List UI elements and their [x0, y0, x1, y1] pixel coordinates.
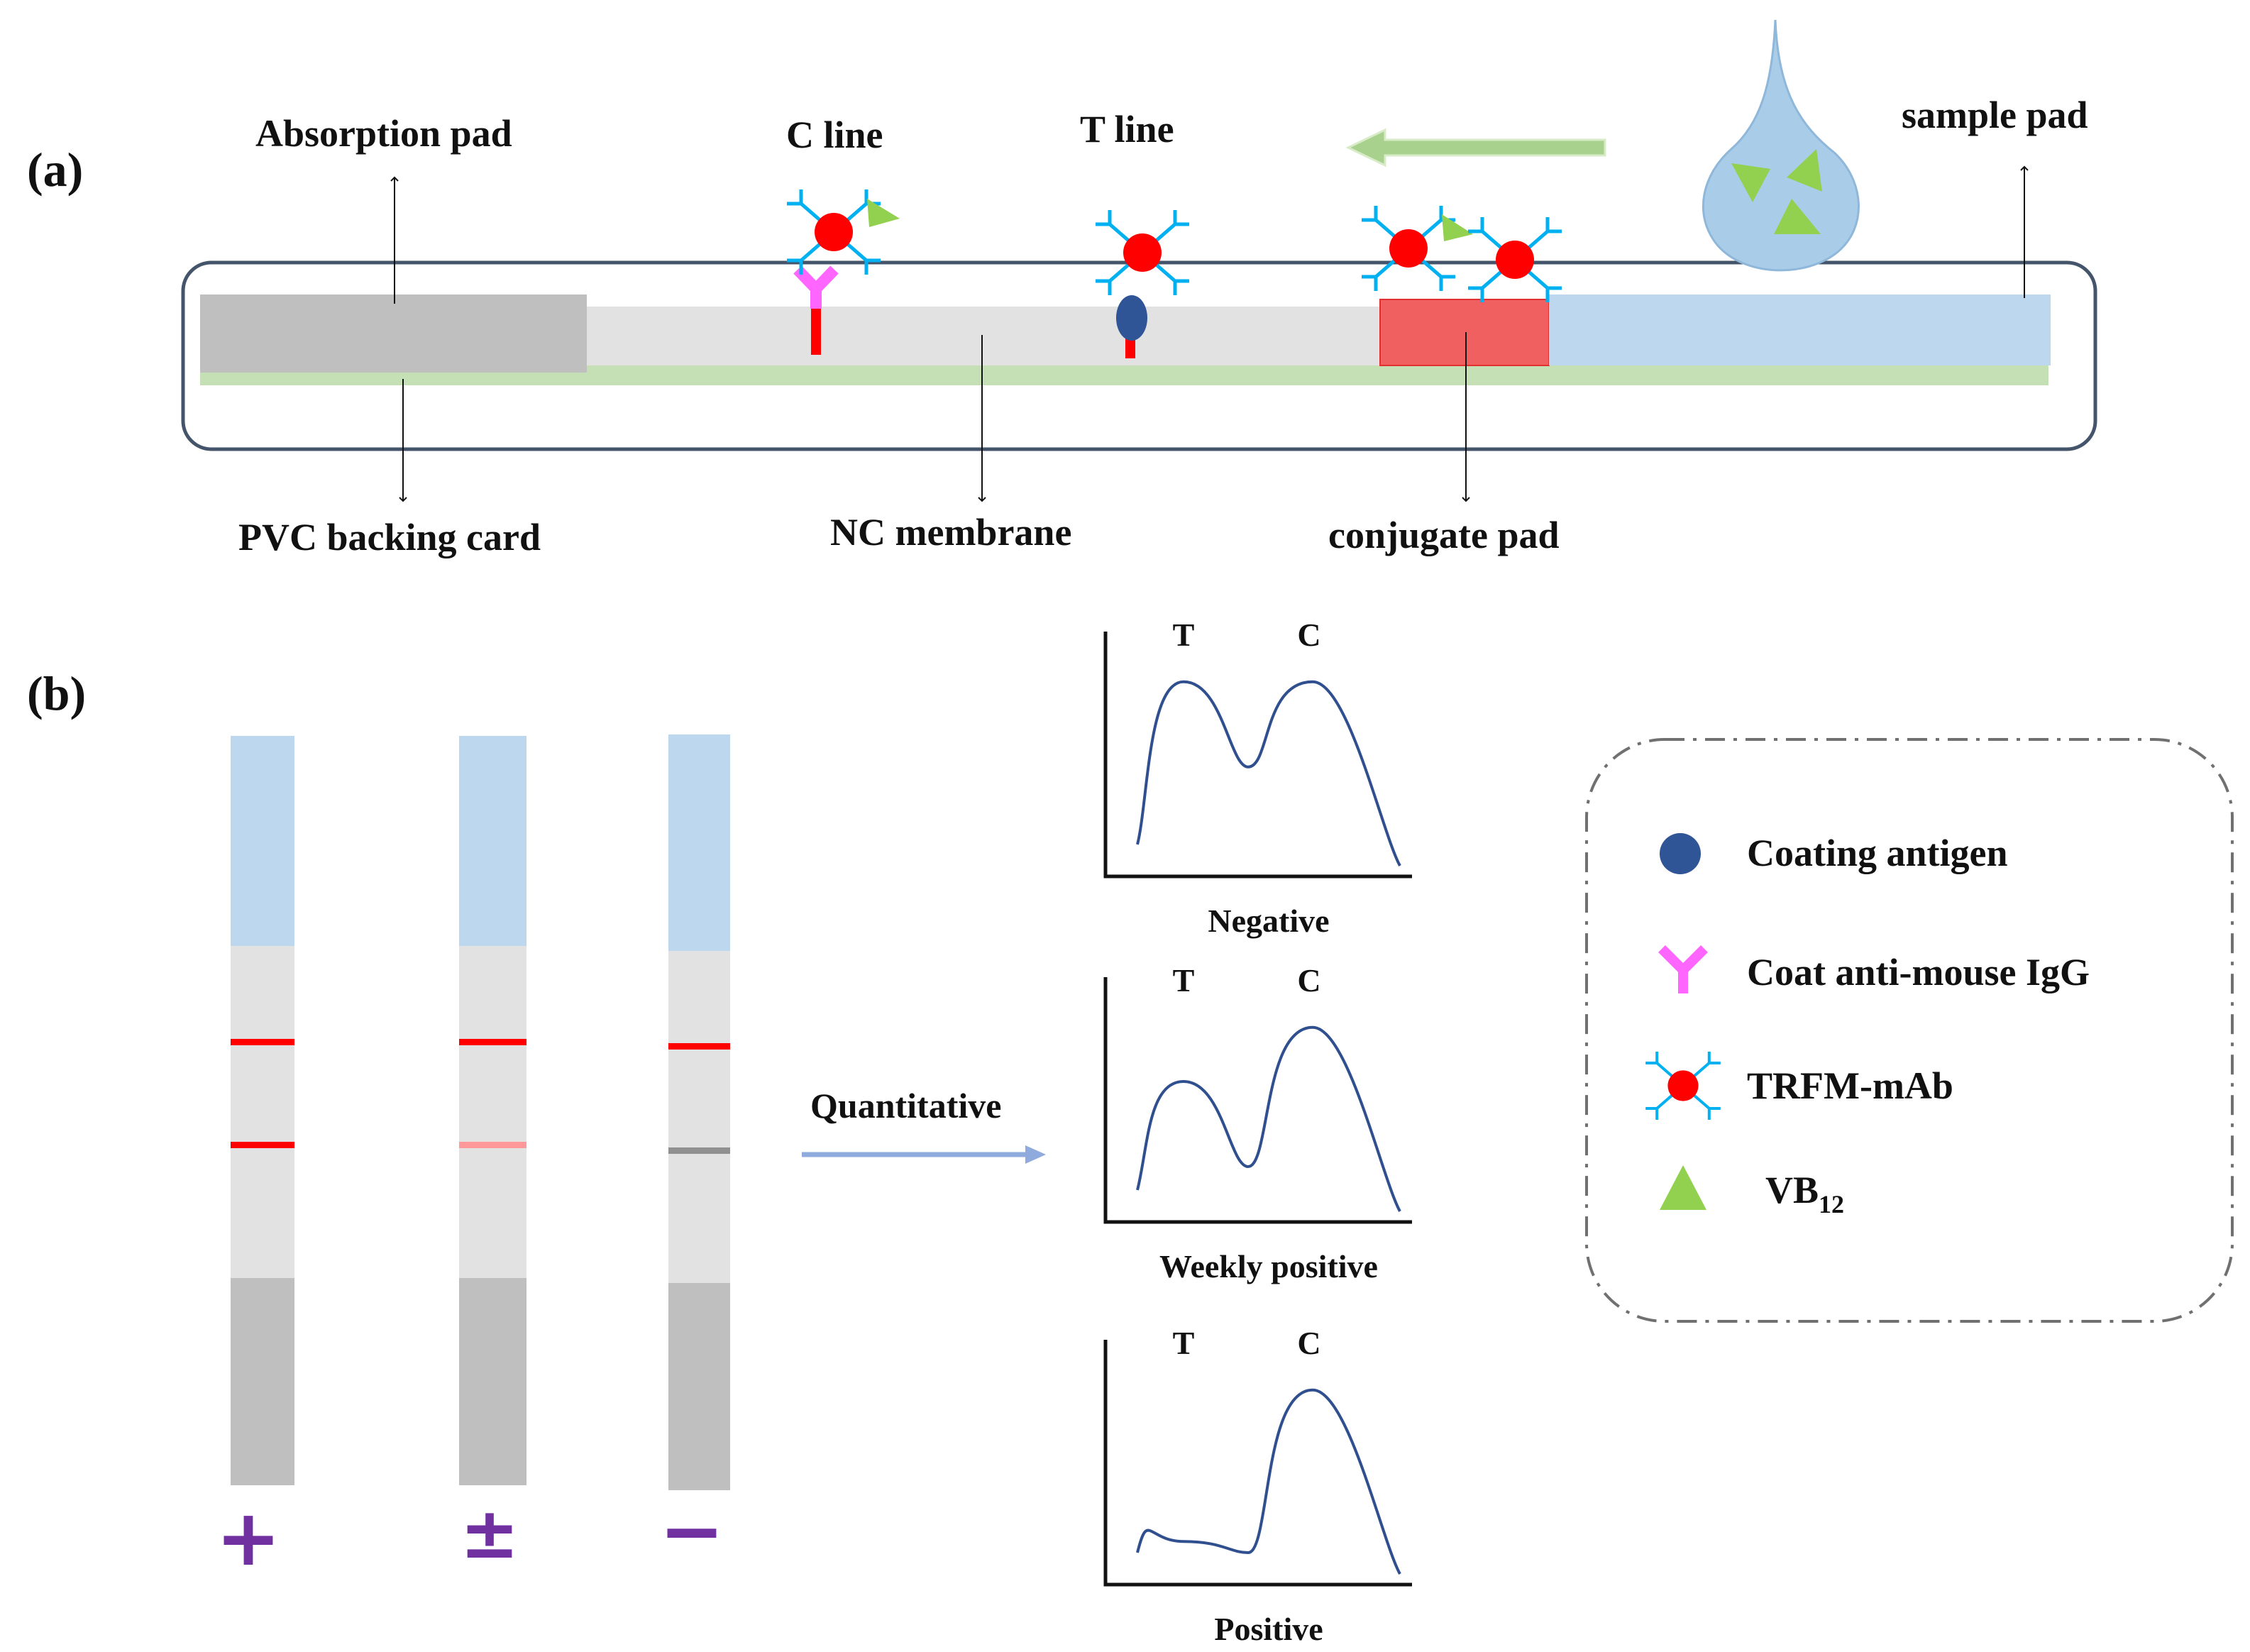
strip-weak-t-band [459, 1142, 526, 1148]
strip-negative-c-band [668, 1043, 730, 1050]
plot-axes-positive [1103, 1340, 1412, 1587]
legend-vb12-icon [1660, 1165, 1706, 1210]
strip-positive-t-band [231, 1142, 294, 1148]
c-line-vb12-icon [867, 199, 900, 227]
nc-membrane [587, 307, 1380, 365]
legend-trfm-mab-label: TRFM-mAb [1747, 1064, 1953, 1107]
nc-membrane-label: NC membrane [830, 511, 1071, 554]
peak-label-c-positive: C [1297, 1325, 1320, 1361]
conjugate-pad-label: conjugate pad [1328, 514, 1560, 556]
plot-caption-negative: Negative [1208, 903, 1329, 939]
strip-negative-t-band [668, 1147, 730, 1154]
conjugate-vb12-icon [1442, 214, 1473, 241]
legend-coating-antigen-icon [1660, 833, 1701, 874]
peak-label-c-weekly-positive: C [1297, 962, 1320, 998]
peak-label-t-negative: T [1173, 617, 1195, 653]
legend-box [1585, 738, 2234, 1323]
signal-curve-weekly-positive [1136, 1025, 1401, 1212]
pvc-backing-card-label: PVC backing card [238, 516, 541, 558]
legend-vb12-label: VB12 [1765, 1169, 1844, 1218]
strip-symbol-weak: ± [460, 1492, 519, 1575]
peak-label-t-positive: T [1173, 1325, 1195, 1361]
flow-direction-arrow [1345, 128, 1606, 167]
strip-weak-c-band [459, 1039, 526, 1045]
absorption-pad [200, 294, 587, 373]
strip-symbol-positive: + [216, 1492, 281, 1583]
absorption-pad-label: Absorption pad [255, 112, 512, 155]
c-line-label: C line [786, 114, 883, 156]
t-line-label: T line [1080, 108, 1174, 150]
result-strip-positive [231, 736, 294, 1485]
c-line-marker [811, 305, 821, 355]
result-strip-negative [668, 734, 730, 1490]
plot-axes-weekly-positive [1103, 977, 1412, 1224]
signal-curve-negative [1136, 680, 1401, 866]
legend-igg-label: Coat anti-mouse IgG [1747, 951, 2090, 993]
sample-pad [1549, 294, 2051, 365]
t-line-coating-antigen-icon [1116, 295, 1147, 341]
peak-label-t-weekly-positive: T [1173, 962, 1195, 998]
quantitative-arrowhead [1025, 1145, 1046, 1164]
strip-symbol-negative: − [659, 1485, 724, 1576]
peak-label-c-negative: C [1297, 617, 1320, 653]
legend-igg-icon [1658, 945, 1708, 993]
plot-caption-weekly-positive: Weekly positive [1159, 1248, 1378, 1284]
plot-axes-negative [1103, 632, 1412, 879]
result-strip-weak [459, 736, 526, 1485]
legend-coating-antigen-label: Coating antigen [1747, 832, 2008, 874]
panel-a-tag: (a) [27, 143, 83, 197]
sample-pad-label: sample pad [1902, 94, 2088, 136]
sample-drop-icon [1702, 19, 1860, 272]
legend-trfm-mab-icon [1645, 1052, 1721, 1120]
plot-caption-positive: Positive [1214, 1611, 1323, 1647]
strip-positive-c-band [231, 1039, 294, 1045]
quantitative-label: Quantitative [810, 1086, 1001, 1125]
conjugate-pad [1379, 299, 1550, 366]
signal-curve-positive [1136, 1388, 1401, 1575]
panel-b-tag: (b) [27, 666, 86, 720]
